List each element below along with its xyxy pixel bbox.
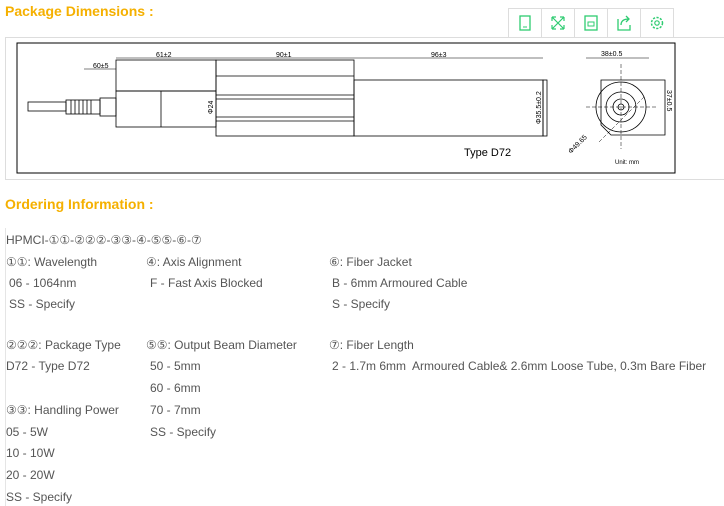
option-text: 20 - 20W <box>6 468 55 482</box>
type-label: Type D72 <box>464 147 511 159</box>
image-toolbar <box>508 8 674 38</box>
dimension-drawing: 60±5 61±2 90±1 96±3 38±0.5 37±0.5 Φ24 Φ3… <box>16 42 676 174</box>
option-text: SS - Specify <box>6 490 73 504</box>
settings-button[interactable] <box>641 9 673 37</box>
package-dimensions-heading: Package Dimensions : <box>5 3 154 19</box>
package-type-label: ②②②: Package Type <box>6 338 121 352</box>
ordering-information-heading: Ordering Information : <box>5 196 154 212</box>
option-text: S - Specify <box>332 297 391 311</box>
fiber-jacket-label: ⑥: Fiber Jacket <box>329 255 412 269</box>
share-icon <box>617 15 631 31</box>
save-icon <box>584 15 598 31</box>
option-text: F - Fast Axis Blocked <box>150 276 263 290</box>
handling-power-label: ③③: Handling Power <box>6 403 119 417</box>
package-dimension-image: 60±5 61±2 90±1 96±3 38±0.5 37±0.5 Φ24 Φ3… <box>5 37 724 180</box>
option-text: 10 - 10W <box>6 446 55 460</box>
gear-icon <box>650 16 664 30</box>
mobile-view-button[interactable] <box>509 9 542 37</box>
option-text: SS - Specify <box>9 297 76 311</box>
option-text: 05 - 5W <box>6 425 49 439</box>
dim-diameter-35: Φ35.5±0.2 <box>536 91 543 124</box>
option-text: 60 - 6mm <box>150 381 201 395</box>
part-code: HPMCI-①①-②②②-③③-④-⑤⑤-⑥-⑦ <box>6 233 202 247</box>
share-button[interactable] <box>608 9 641 37</box>
option-text: 06 - 1064nm <box>9 276 77 290</box>
option-text: B - 6mm Armoured Cable <box>332 276 468 290</box>
fullscreen-button[interactable] <box>542 9 575 37</box>
dim-section-3: 96±3 <box>431 52 447 59</box>
dim-fiber-length: 60±5 <box>93 63 109 70</box>
dim-width: 38±0.5 <box>601 51 622 58</box>
option-text: 50 - 5mm <box>150 359 201 373</box>
left-border <box>5 228 6 506</box>
save-button[interactable] <box>575 9 608 37</box>
dim-section-1: 61±2 <box>156 52 172 59</box>
axis-alignment-label: ④: Axis Alignment <box>146 255 242 269</box>
wavelength-label: ①①: Wavelength <box>6 255 98 269</box>
fiber-length-label: ⑦: Fiber Length <box>329 338 414 352</box>
dim-section-2: 90±1 <box>276 52 292 59</box>
dim-diagonal: Φ49.65 <box>567 134 588 155</box>
expand-icon <box>551 16 565 30</box>
option-text: 70 - 7mm <box>150 403 201 417</box>
option-text: D72 - Type D72 <box>6 359 90 373</box>
dim-height: 37±0.5 <box>665 90 672 111</box>
option-text: SS - Specify <box>150 425 217 439</box>
beam-diameter-label: ⑤⑤: Output Beam Diameter <box>146 338 297 352</box>
mobile-icon <box>519 15 531 31</box>
unit-label: Unit: mm <box>615 160 639 166</box>
dim-diameter-24: Φ24 <box>208 101 215 114</box>
option-text: 2 - 1.7m 6mm Armoured Cable& 2.6mm Loose… <box>332 359 707 373</box>
